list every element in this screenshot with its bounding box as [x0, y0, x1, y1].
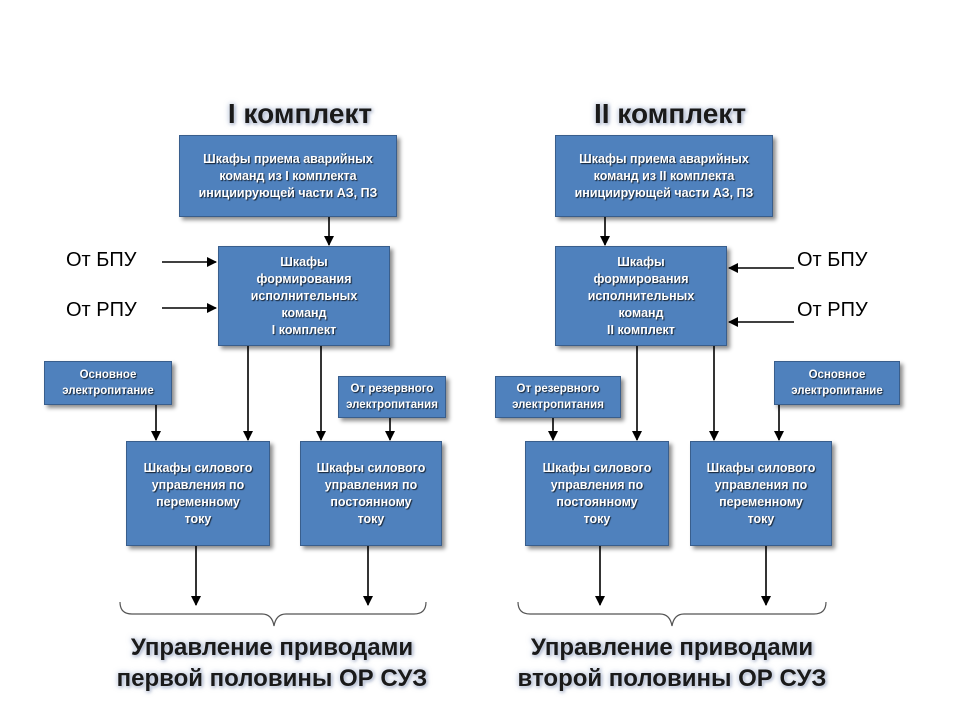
left-reception-cabinet: Шкафы приема аварийных команд из I компл… — [179, 135, 397, 217]
right-main-power-box: Основное электропитание — [774, 361, 900, 405]
left-formation-cabinet: Шкафы формирования исполнительных команд… — [218, 246, 390, 346]
right-reception-cabinet: Шкафы приема аварийных команд из II комп… — [555, 135, 773, 217]
right-from-rpu-label: От РПУ — [797, 299, 868, 321]
left-from-rpu-label: От РПУ — [66, 299, 137, 321]
left-main-power-box: Основное электропитание — [44, 361, 172, 405]
right-dc-control-label: Шкафы силового управления по постоянному… — [542, 460, 652, 526]
right-main-power-label: Основное электропитание — [791, 369, 883, 397]
left-group-brace — [119, 601, 427, 627]
left-reserve-power-box: От резервного электропитания — [338, 376, 446, 418]
right-from-bpu-label: От БПУ — [797, 249, 868, 271]
left-set-title: I комплект — [227, 98, 373, 129]
right-ac-control-label: Шкафы силового управления по переменному… — [706, 460, 816, 526]
right-formation-label: Шкафы формирования исполнительных команд… — [587, 254, 695, 337]
right-dc-control-cabinet: Шкафы силового управления по постоянному… — [525, 441, 669, 546]
right-group-brace — [517, 601, 827, 627]
left-reserve-power-label: От резервного электропитания — [346, 383, 438, 411]
left-reception-label: Шкафы приема аварийных команд из I компл… — [198, 151, 378, 200]
left-formation-label: Шкафы формирования исполнительных команд… — [250, 254, 358, 337]
right-set-title: II комплект — [593, 98, 747, 129]
right-ac-control-cabinet: Шкафы силового управления по переменному… — [690, 441, 832, 546]
left-dc-control-cabinet: Шкафы силового управления по постоянному… — [300, 441, 442, 546]
right-reception-label: Шкафы приема аварийных команд из II комп… — [574, 151, 754, 200]
right-formation-cabinet: Шкафы формирования исполнительных команд… — [555, 246, 727, 346]
right-bottom-caption: Управление приводами второй половины ОР … — [517, 634, 827, 692]
left-from-bpu-label: От БПУ — [66, 249, 137, 271]
right-reserve-power-label: От резервного электропитания — [512, 383, 604, 411]
left-bottom-caption: Управление приводами первой половины ОР … — [116, 634, 428, 692]
left-dc-control-label: Шкафы силового управления по постоянному… — [316, 460, 426, 526]
right-reserve-power-box: От резервного электропитания — [495, 376, 621, 418]
left-ac-control-label: Шкафы силового управления по переменному… — [143, 460, 253, 526]
left-ac-control-cabinet: Шкафы силового управления по переменному… — [126, 441, 270, 546]
left-main-power-label: Основное электропитание — [62, 369, 154, 397]
